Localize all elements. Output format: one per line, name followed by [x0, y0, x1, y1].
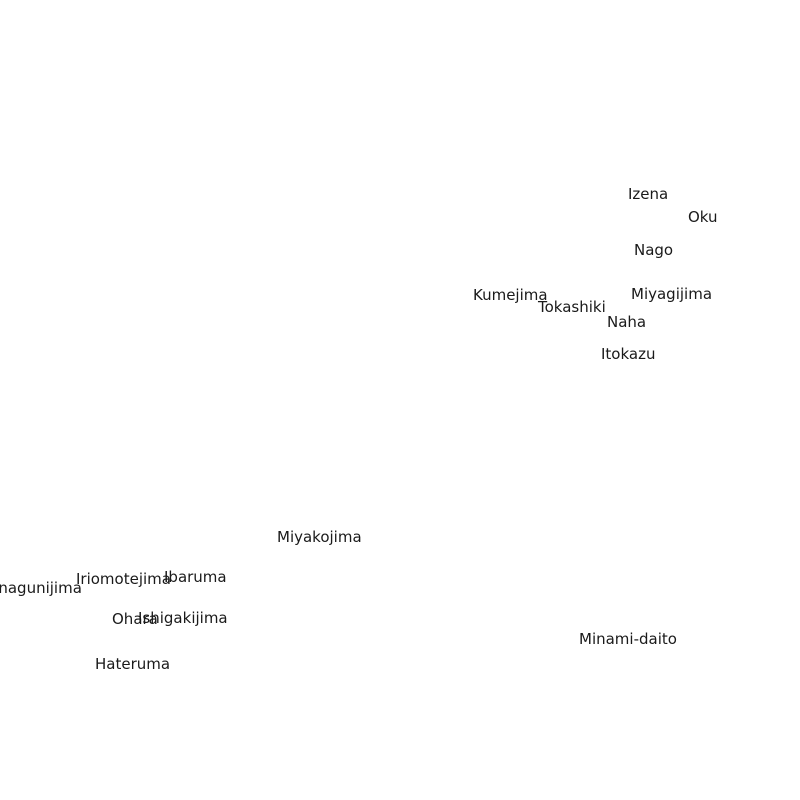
place-label-oku: Oku — [688, 208, 718, 226]
place-label-itokazu: Itokazu — [601, 345, 656, 363]
place-label-kumejima: Kumejima — [473, 286, 548, 304]
place-label-hateruma: Hateruma — [95, 655, 171, 673]
place-label-minami-daito: Minami-daito — [579, 630, 677, 648]
place-label-miyagijima: Miyagijima — [631, 285, 713, 303]
place-label-yonagunijima: Yonagunijima — [0, 579, 82, 597]
place-label-tokashiki: Tokashiki — [538, 298, 606, 316]
place-label-izena: Izena — [628, 185, 669, 203]
place-label-ohara: Ohara — [112, 610, 158, 628]
place-label-nago: Nago — [634, 241, 674, 259]
place-label-iriomotejima: Iriomotejima — [76, 570, 171, 588]
place-label-miyakojima: Miyakojima — [277, 528, 362, 546]
place-label-naha: Naha — [607, 313, 647, 331]
place-label-ishigakijima: Ishigakijima — [138, 609, 228, 627]
place-label-ibaruma: Ibaruma — [164, 568, 227, 586]
